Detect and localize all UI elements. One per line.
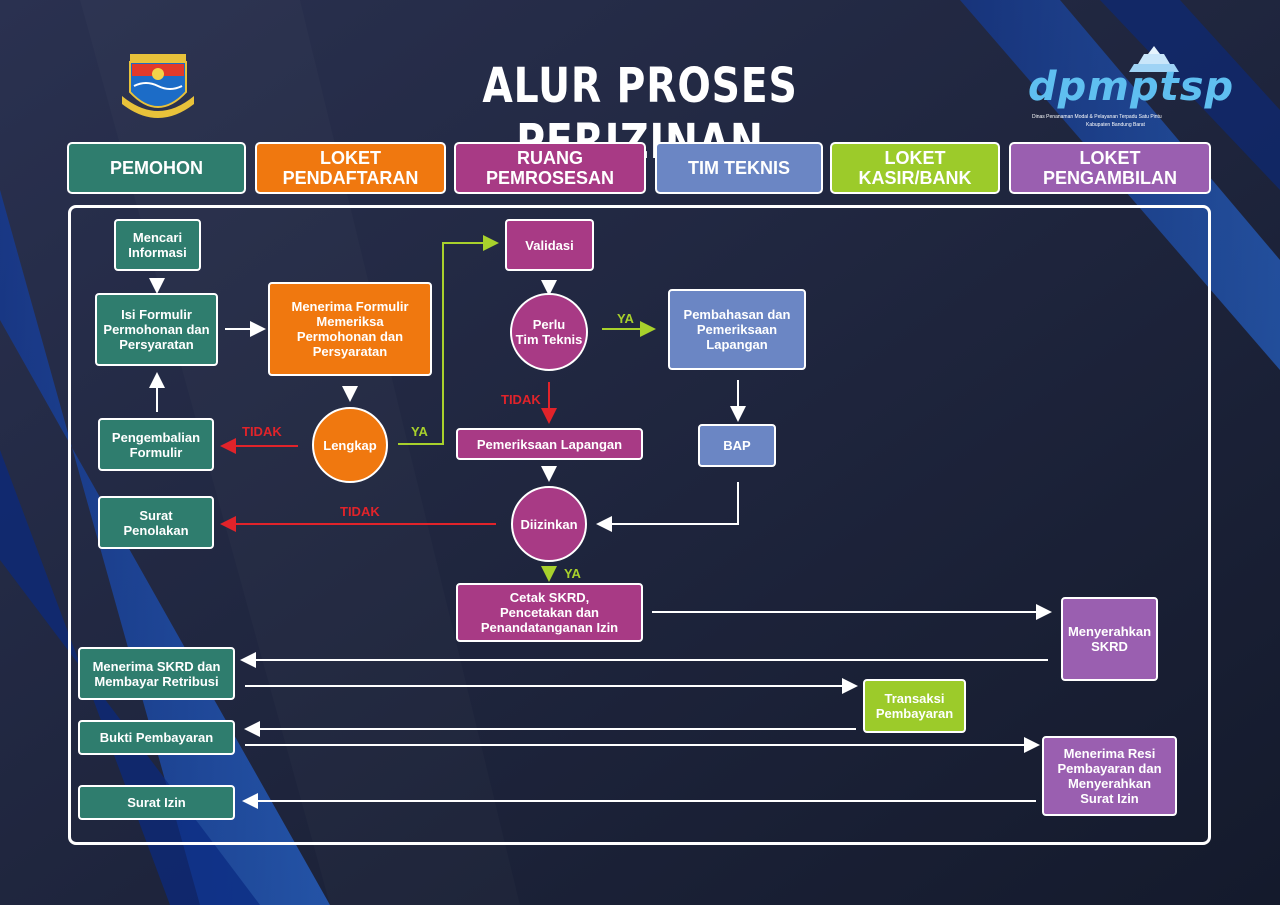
node-pembahasan: Pembahasan dan Pemeriksaan Lapangan [668,289,806,370]
node-surat-izin: Surat Izin [78,785,235,820]
node-menerima-formulir: Menerima Formulir Memeriksa Permohonan d… [268,282,432,376]
node-surat-penolakan: Surat Penolakan [98,496,214,549]
lane-pemohon: PEMOHON [67,142,246,194]
building-icon [1129,46,1179,72]
node-mencari-informasi: Mencari Informasi [114,219,201,271]
node-bukti-pembayaran: Bukti Pembayaran [78,720,235,755]
label-ya-lengkap: YA [411,424,428,439]
dpmptsp-line2: Kabupaten Bandung Barat [1086,122,1145,128]
node-menerima-resi: Menerima Resi Pembayaran dan Menyerahkan… [1042,736,1177,816]
node-transaksi-pembayaran: Transaksi Pembayaran [863,679,966,733]
label-ya-perlu: YA [617,311,634,326]
node-pengembalian-formulir: Pengembalian Formulir [98,418,214,471]
label-tidak-lengkap: TIDAK [242,424,282,439]
node-isi-formulir: Isi Formulir Permohonan dan Persyaratan [95,293,218,366]
dpmptsp-brand: dpmptsp [1028,64,1235,110]
dpmptsp-logo: dpmptsp Dinas Penanaman Modal & Pelayana… [1028,44,1233,134]
label-tidak-perlu: TIDAK [501,392,541,407]
node-lengkap: Lengkap [312,407,388,483]
node-validasi: Validasi [505,219,594,271]
node-diizinkan: Diizinkan [511,486,587,562]
lane-loket-pendaftaran: LOKET PENDAFTARAN [255,142,446,194]
lane-loket-pengambilan: LOKET PENGAMBILAN [1009,142,1211,194]
label-tidak-diizinkan: TIDAK [340,504,380,519]
node-bap: BAP [698,424,776,467]
lane-tim-teknis: TIM TEKNIS [655,142,823,194]
node-cetak-skrd: Cetak SKRD, Pencetakan dan Penandatangan… [456,583,643,642]
emblem-logo [122,54,194,118]
dpmptsp-line1: Dinas Penanaman Modal & Pelayanan Terpad… [1032,114,1162,120]
lane-loket-kasir: LOKET KASIR/BANK [830,142,1000,194]
flow-frame [68,205,1211,845]
node-menyerahkan-skrd: Menyerahkan SKRD [1061,597,1158,681]
lane-ruang-pemrosesan: RUANG PEMROSESAN [454,142,646,194]
node-menerima-skrd: Menerima SKRD dan Membayar Retribusi [78,647,235,700]
node-pemeriksaan-lapangan: Pemeriksaan Lapangan [456,428,643,460]
node-perlu-tim-teknis: Perlu Tim Teknis [510,293,588,371]
label-ya-diizinkan: YA [564,566,581,581]
